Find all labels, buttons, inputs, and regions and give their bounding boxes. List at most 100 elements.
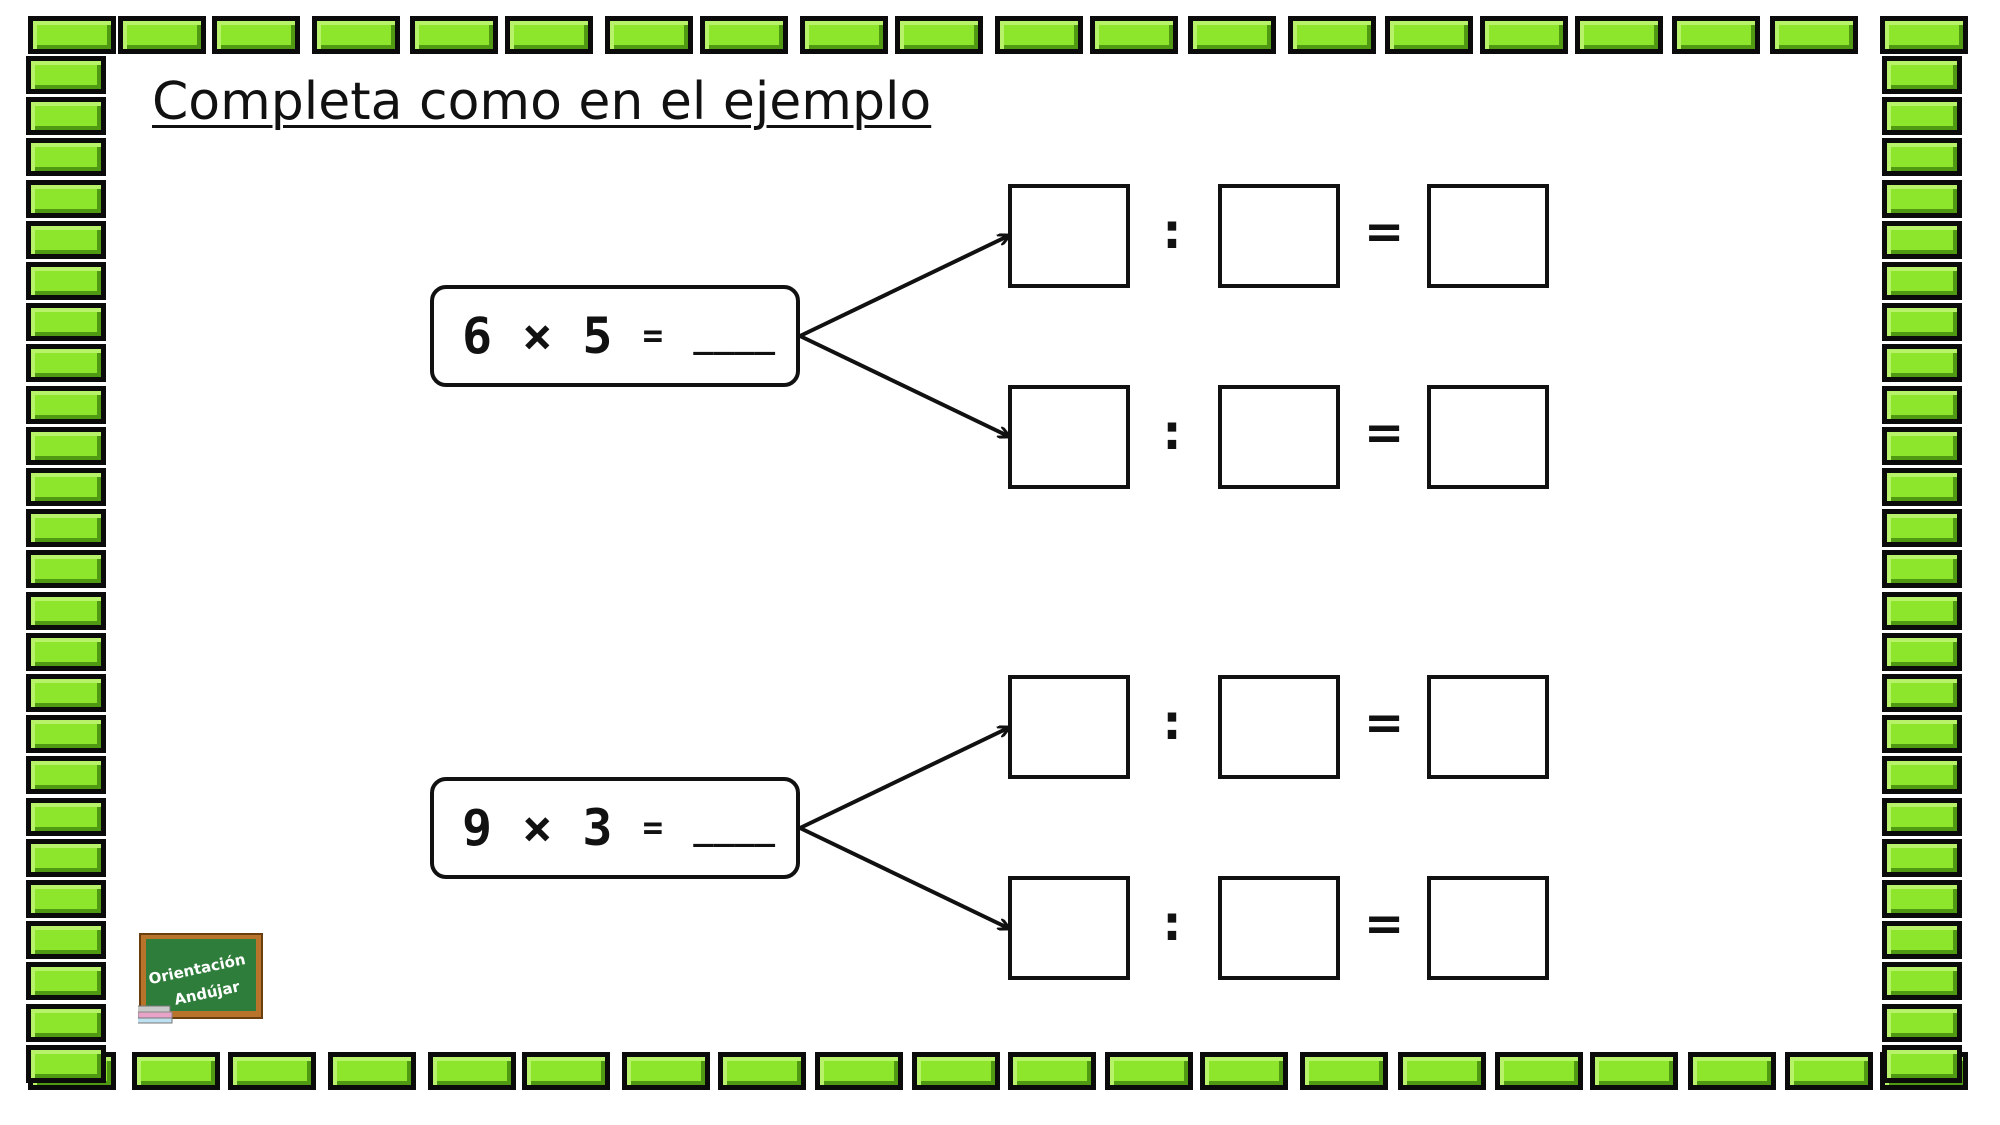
border-brick bbox=[1882, 56, 1962, 94]
equals-sign: = bbox=[642, 316, 664, 356]
border-brick bbox=[1882, 633, 1962, 671]
border-brick bbox=[1880, 16, 1968, 54]
border-brick bbox=[1882, 303, 1962, 341]
border-brick bbox=[1495, 1052, 1583, 1090]
arrow-2a bbox=[799, 728, 1008, 830]
dividend-box[interactable] bbox=[1008, 675, 1130, 779]
dividend-box[interactable] bbox=[1008, 184, 1130, 288]
border-brick bbox=[1882, 468, 1962, 506]
border-brick bbox=[26, 756, 106, 794]
dividend-box[interactable] bbox=[1008, 385, 1130, 489]
border-brick bbox=[26, 386, 106, 424]
border-brick bbox=[522, 1052, 610, 1090]
border-brick bbox=[26, 344, 106, 382]
dividend-box[interactable] bbox=[1008, 876, 1130, 980]
border-brick bbox=[26, 468, 106, 506]
border-brick bbox=[26, 633, 106, 671]
border-brick bbox=[912, 1052, 1000, 1090]
border-brick bbox=[132, 1052, 220, 1090]
border-brick bbox=[1882, 180, 1962, 218]
quotient-box[interactable] bbox=[1427, 184, 1549, 288]
border-brick bbox=[1770, 16, 1858, 54]
border-brick bbox=[995, 16, 1083, 54]
border-brick bbox=[28, 16, 116, 54]
border-brick bbox=[26, 138, 106, 176]
border-brick bbox=[1105, 1052, 1193, 1090]
border-brick bbox=[312, 16, 400, 54]
border-brick bbox=[410, 16, 498, 54]
multiplication-box-1: 6 × 5 = ____ bbox=[430, 285, 800, 387]
division-sign: : bbox=[1162, 695, 1182, 751]
worksheet-title: Completa como en el ejemplo bbox=[152, 72, 932, 132]
equals-sign: = bbox=[1364, 896, 1405, 952]
border-brick bbox=[1882, 962, 1962, 1000]
multiplication-expression: 6 × 5 bbox=[462, 307, 613, 365]
border-brick bbox=[1882, 1045, 1962, 1083]
border-brick bbox=[1882, 427, 1962, 465]
answer-blank[interactable]: ____ bbox=[693, 316, 776, 356]
border-brick bbox=[26, 509, 106, 547]
equals-sign: = bbox=[642, 808, 664, 848]
border-brick bbox=[228, 1052, 316, 1090]
border-brick bbox=[1590, 1052, 1678, 1090]
arrow-1a bbox=[799, 236, 1008, 338]
multiplication-box-2: 9 × 3 = ____ bbox=[430, 777, 800, 879]
border-brick bbox=[505, 16, 593, 54]
quotient-box[interactable] bbox=[1427, 876, 1549, 980]
border-brick bbox=[1200, 1052, 1288, 1090]
orientacion-andujar-logo: Orientación Andújar bbox=[131, 932, 266, 1024]
border-brick bbox=[1288, 16, 1376, 54]
arrow-2b bbox=[799, 826, 1008, 928]
border-brick bbox=[1882, 344, 1962, 382]
border-brick bbox=[800, 16, 888, 54]
border-brick bbox=[26, 303, 106, 341]
quotient-box[interactable] bbox=[1427, 675, 1549, 779]
divisor-box[interactable] bbox=[1218, 675, 1340, 779]
border-brick bbox=[26, 1004, 106, 1042]
equals-sign: = bbox=[1364, 204, 1405, 260]
border-brick bbox=[1300, 1052, 1388, 1090]
border-brick bbox=[1480, 16, 1568, 54]
border-brick bbox=[1785, 1052, 1873, 1090]
border-brick bbox=[1398, 1052, 1486, 1090]
border-brick bbox=[26, 262, 106, 300]
border-brick bbox=[26, 1045, 106, 1083]
border-brick bbox=[1882, 509, 1962, 547]
border-brick bbox=[26, 839, 106, 877]
division-sign: : bbox=[1162, 405, 1182, 461]
answer-blank[interactable]: ____ bbox=[693, 808, 776, 848]
division-sign: : bbox=[1162, 204, 1182, 260]
border-brick bbox=[1882, 921, 1962, 959]
multiplication-expression: 9 × 3 bbox=[462, 799, 613, 857]
border-brick bbox=[212, 16, 300, 54]
border-brick bbox=[26, 221, 106, 259]
quotient-box[interactable] bbox=[1427, 385, 1549, 489]
border-brick bbox=[718, 1052, 806, 1090]
border-brick bbox=[1882, 715, 1962, 753]
border-brick bbox=[26, 962, 106, 1000]
border-brick bbox=[1882, 1004, 1962, 1042]
border-brick bbox=[26, 674, 106, 712]
border-brick bbox=[26, 592, 106, 630]
arrow-1b bbox=[799, 334, 1008, 436]
border-brick bbox=[1575, 16, 1663, 54]
border-brick bbox=[26, 715, 106, 753]
border-brick bbox=[1882, 798, 1962, 836]
border-brick bbox=[1882, 880, 1962, 918]
border-brick bbox=[1008, 1052, 1096, 1090]
border-brick bbox=[328, 1052, 416, 1090]
divisor-box[interactable] bbox=[1218, 184, 1340, 288]
border-brick bbox=[1882, 674, 1962, 712]
equals-sign: = bbox=[1364, 405, 1405, 461]
divisor-box[interactable] bbox=[1218, 385, 1340, 489]
border-brick bbox=[1882, 592, 1962, 630]
border-brick bbox=[605, 16, 693, 54]
divisor-box[interactable] bbox=[1218, 876, 1340, 980]
border-brick bbox=[1882, 262, 1962, 300]
border-brick bbox=[1882, 138, 1962, 176]
border-brick bbox=[26, 550, 106, 588]
border-brick bbox=[1672, 16, 1760, 54]
division-sign: : bbox=[1162, 896, 1182, 952]
